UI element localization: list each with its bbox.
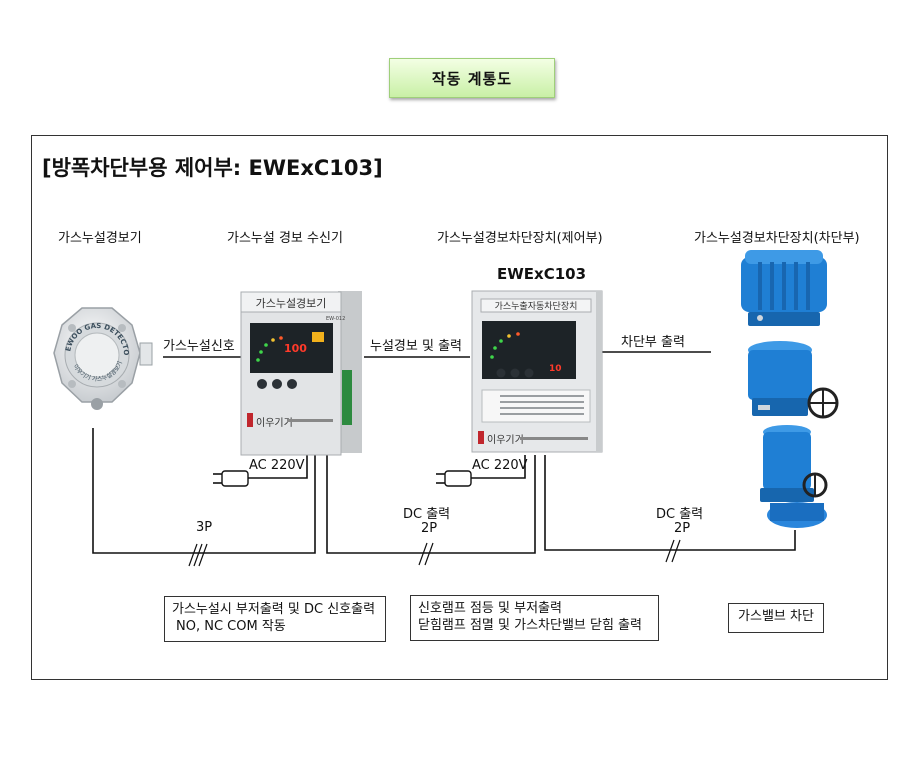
wire-ac-1	[247, 455, 308, 479]
cable-marks	[188, 539, 681, 567]
description-controller-line-1: 신호램프 점등 및 부저출력	[418, 601, 562, 616]
receiver-led-arc	[256, 336, 283, 362]
receiver-display-value: 100	[284, 342, 307, 355]
description-actuator-text: 가스밸브 차단	[738, 609, 814, 624]
receiver-panel-model: EW-012	[326, 316, 345, 322]
title-button: 작동 계통도	[389, 58, 555, 98]
plug-icon-2	[436, 470, 472, 487]
slash-2p1-b	[424, 542, 434, 566]
description-box-controller: 신호램프 점등 및 부저출력 닫힘램프 점멸 및 가스차단밸브 닫힘 출력	[410, 595, 659, 641]
leak-signal-label: 가스누설신호	[163, 339, 235, 354]
actuator-top-icon	[741, 250, 827, 326]
description-receiver-line-2: NO, NC COM 작동	[176, 619, 286, 634]
wire-3p-label: 3P	[196, 520, 213, 535]
wire-ac-2	[470, 455, 526, 479]
plug-icon-1	[213, 470, 249, 487]
receiver-panel: 가스누설경보기 EW-012 100 이우기기	[240, 291, 362, 456]
controller-model: EWExC103	[497, 265, 587, 283]
controller-button-3	[524, 368, 534, 378]
dc-output-label-2: DC 출력	[656, 507, 704, 522]
shutoff-output-label: 차단부 출력	[621, 335, 685, 350]
slash-3p-b	[193, 543, 203, 567]
alarm-output-label: 누설경보 및 출력	[370, 339, 462, 354]
controller-button-2	[510, 368, 520, 378]
wire-2p-label-1: 2P	[421, 521, 438, 536]
slash-2p2-a	[665, 539, 675, 563]
slash-3p-a	[188, 543, 198, 567]
detector-label: 가스누설경보기	[58, 231, 142, 246]
slash-2p1-a	[418, 542, 428, 566]
receiver-button-3	[287, 379, 297, 389]
wire-2p-1	[326, 455, 536, 554]
description-controller-line-2: 닫힘램프 점멸 및 가스차단밸브 닫힘 출력	[418, 618, 642, 633]
controller-panel-title: 가스누출자동차단장치	[495, 300, 578, 312]
controller-display-value: 10	[549, 364, 562, 374]
detector-ring-text: EWOO GAS DETECTOR	[0, 0, 130, 356]
controller-led-arc	[490, 332, 520, 359]
wire-2p-label-2: 2P	[674, 521, 691, 536]
ac-220v-label-1: AC 220V	[249, 458, 305, 473]
dc-output-label-1: DC 출력	[403, 507, 451, 522]
receiver-button-2	[272, 379, 282, 389]
controller-brand: 이우기기	[487, 434, 524, 446]
controller-button-1	[496, 368, 506, 378]
controller-label: 가스누설경보차단장치(제어부)	[437, 231, 603, 246]
receiver-brand: 이우기기	[256, 417, 293, 429]
description-receiver-line-1: 가스누설시 부저출력 및 DC 신호출력	[172, 602, 376, 617]
ac-220v-label-2: AC 220V	[472, 458, 528, 473]
description-box-actuator: 가스밸브 차단	[728, 603, 824, 633]
actuator-bottom-icon	[760, 425, 828, 528]
actuator-middle-icon	[748, 341, 839, 419]
controller-panel: 가스누출자동차단장치 10 이우기기	[471, 290, 603, 453]
receiver-panel-title: 가스누설경보기	[256, 297, 327, 310]
receiver-button-1	[257, 379, 267, 389]
diagram-frame	[31, 135, 888, 680]
diagram-heading: [방폭차단부용 제어부: EWExC103]	[42, 156, 383, 180]
slash-2p2-b	[671, 539, 681, 563]
svg-text:EWOO GAS DETECTOR: EWOO GAS DETECTOR	[0, 0, 130, 356]
receiver-label: 가스누설 경보 수신기	[227, 231, 343, 246]
description-box-receiver: 가스누설시 부저출력 및 DC 신호출력 NO, NC COM 작동	[164, 596, 386, 642]
slash-3p-c	[198, 543, 208, 567]
gas-detector-icon: EWOO GAS DETECTOR 이우기기 가스누설경보기	[0, 0, 153, 410]
actuator-label: 가스누설경보차단장치(차단부)	[694, 231, 860, 246]
